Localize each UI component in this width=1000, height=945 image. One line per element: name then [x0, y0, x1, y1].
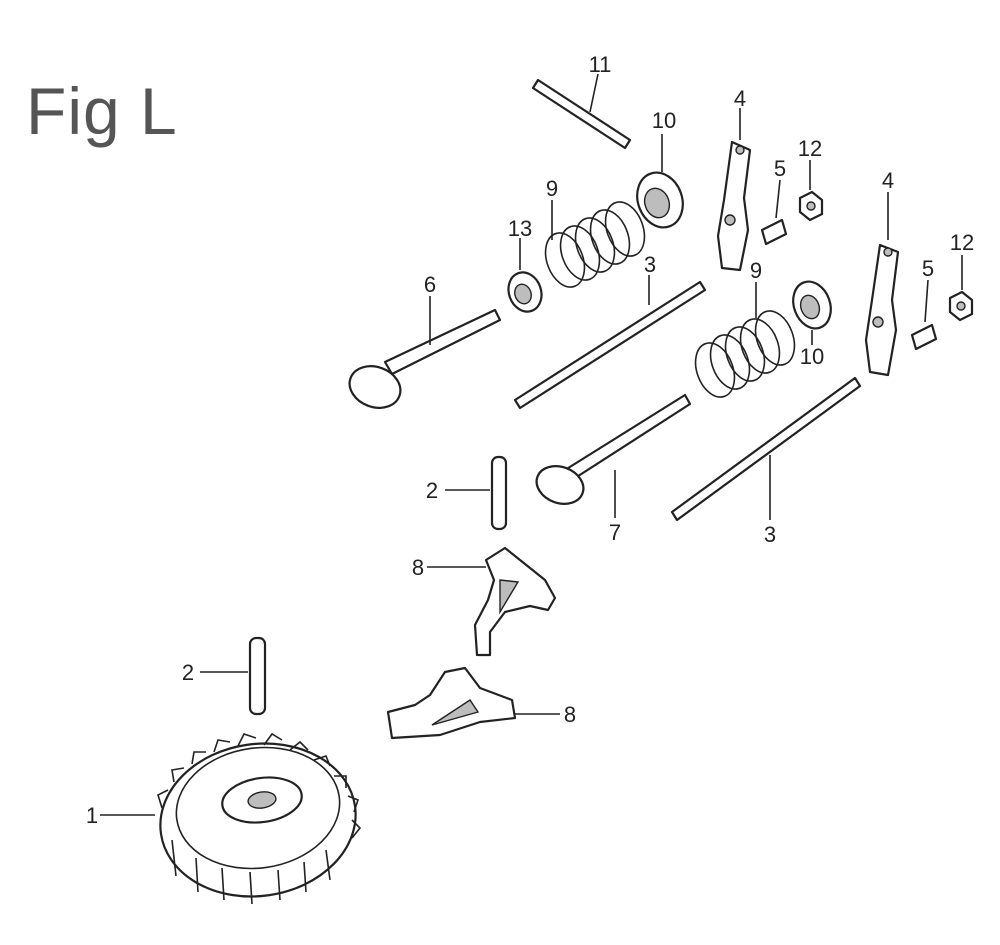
part-pushrod-3-top: [513, 275, 707, 410]
callout-8-upper: 8: [412, 555, 424, 580]
callout-12-right: 12: [950, 230, 974, 255]
callout-5-right: 5: [922, 256, 934, 281]
part-cam-gear-1: [100, 732, 362, 905]
part-nut-12-right: [948, 255, 974, 322]
part-retainer-10-top: [636, 134, 684, 229]
callout-11: 11: [589, 52, 612, 77]
part-screw-5-right: [910, 279, 938, 351]
callout-9-lower: 9: [750, 258, 762, 283]
part-retainer-10-lower: [792, 280, 832, 345]
callout-9-top: 9: [546, 176, 558, 201]
part-follower-8-lower: [386, 666, 560, 740]
callout-4-top: 4: [734, 86, 746, 111]
callout-6: 6: [424, 272, 436, 297]
callout-10-lower: 10: [800, 344, 824, 369]
part-rocker-arm-4-top: [716, 108, 752, 272]
part-rocker-arm-4-right: [864, 192, 900, 377]
callout-3-lower: 3: [764, 522, 776, 547]
callout-1: 1: [86, 803, 98, 828]
callout-5-top: 5: [774, 156, 786, 181]
part-valve-6: [348, 296, 502, 409]
figure-title: Fig L: [26, 74, 178, 148]
part-pin-2-lower: [200, 636, 267, 716]
callout-4-right: 4: [882, 168, 894, 193]
callout-13: 13: [508, 216, 532, 241]
callout-3-top: 3: [644, 252, 656, 277]
part-pushrod-3-lower: [670, 376, 862, 522]
callout-8-lower: 8: [564, 702, 576, 727]
part-seal-13: [507, 238, 543, 313]
part-pin-2-middle: [445, 455, 508, 531]
part-spring-9-lower: [694, 282, 796, 398]
callout-2-middle: 2: [426, 478, 438, 503]
callout-2-lower: 2: [182, 660, 194, 685]
part-pin-11: [531, 73, 632, 150]
callout-10-top: 10: [652, 108, 676, 133]
callout-12-top: 12: [798, 136, 822, 161]
callout-7: 7: [609, 520, 621, 545]
part-screw-5-top: [760, 179, 788, 246]
part-nut-12-top: [798, 160, 824, 222]
part-spring-9-top: [544, 200, 646, 288]
part-follower-8-upper: [427, 546, 557, 657]
part-valve-7: [535, 393, 692, 518]
